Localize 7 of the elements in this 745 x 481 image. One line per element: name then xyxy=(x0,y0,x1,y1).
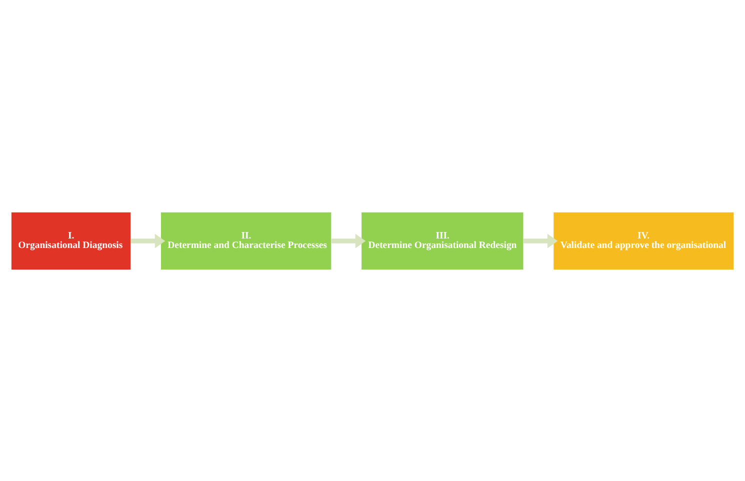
node-box: III. Determine Organisational Redesign xyxy=(362,212,524,270)
arrow xyxy=(331,233,366,248)
arrow xyxy=(130,233,166,248)
arrow xyxy=(523,233,558,248)
node-box: II. Determine and Characterise Processes xyxy=(160,212,332,270)
node-box: IV. Validate and approve the organisational xyxy=(554,212,734,270)
node-box: I. Organisational Diagnosis xyxy=(11,212,131,270)
